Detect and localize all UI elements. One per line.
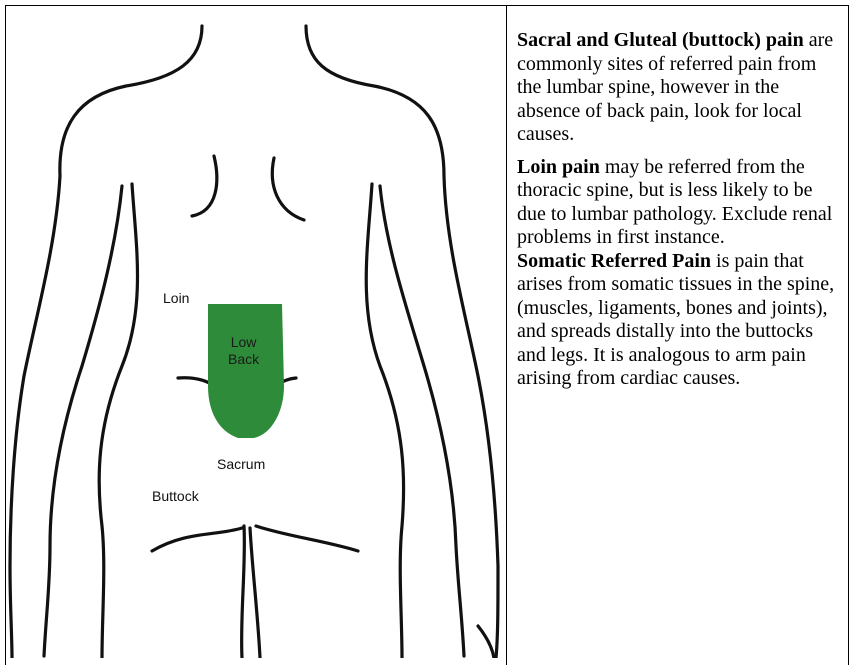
right-waist-outline <box>366 184 403 658</box>
left-waist-outline <box>99 184 137 658</box>
low-back-highlight <box>208 304 284 438</box>
term-somatic-referred: Somatic Referred Pain <box>517 250 711 272</box>
label-low-back: Low Back <box>228 334 259 368</box>
left-buttock-crease <box>152 528 242 551</box>
gluteal-cleft <box>242 526 245 658</box>
label-low-back-line2: Back <box>228 351 259 368</box>
term-sacral-gluteal: Sacral and Gluteal (buttock) pain <box>517 29 804 51</box>
paragraph-loin: Loin pain may be referred from the thora… <box>517 156 843 250</box>
left-scapula-mark <box>192 156 217 216</box>
paragraph-sacral-gluteal: Sacral and Gluteal (buttock) pain are co… <box>517 29 843 147</box>
right-buttock-crease <box>256 526 358 551</box>
gluteal-cleft-right <box>250 528 260 658</box>
body-diagram: Loin Low Back Sacrum Buttock <box>6 6 506 658</box>
description-column: Sacral and Gluteal (buttock) pain are co… <box>517 29 843 391</box>
label-buttock: Buttock <box>152 488 199 504</box>
left-inner-arm-outline <box>44 186 122 656</box>
lower-right-detail <box>478 626 494 658</box>
left-shoulder-outline <box>10 26 202 658</box>
torso-outline-drawing <box>6 6 506 658</box>
label-low-back-line1: Low <box>228 334 259 351</box>
label-sacrum: Sacrum <box>217 456 265 472</box>
right-scapula-mark <box>272 158 304 220</box>
column-divider <box>506 5 507 665</box>
label-loin: Loin <box>163 290 189 306</box>
term-loin: Loin pain <box>517 156 600 178</box>
paragraph-somatic-referred: Somatic Referred Pain is pain that arise… <box>517 250 843 391</box>
